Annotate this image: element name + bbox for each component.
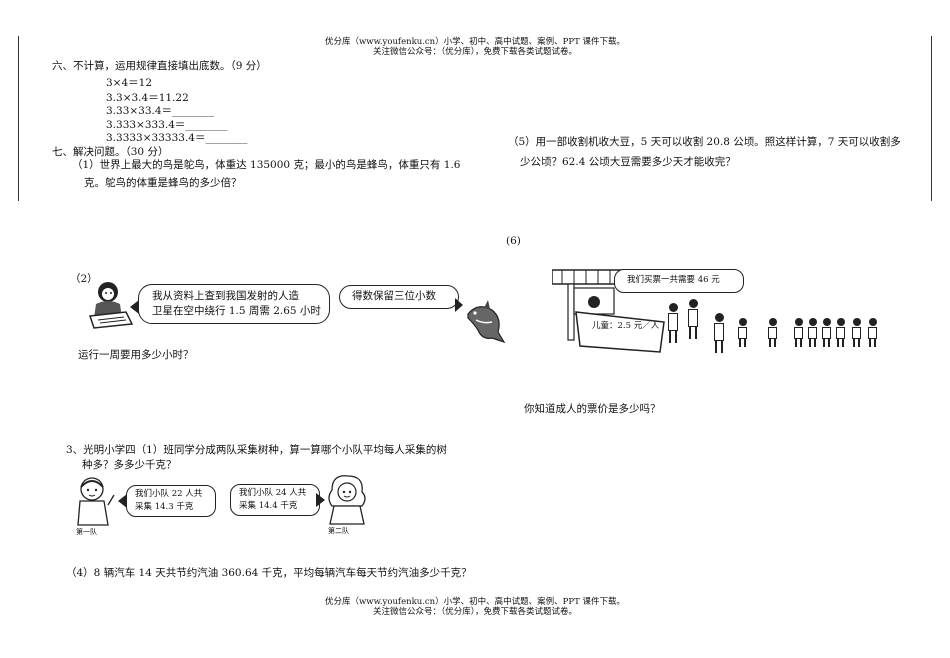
q6-bubble-text: 我们买票一共需要 46 元	[627, 275, 720, 285]
dolphin-bubble-tail	[455, 298, 463, 312]
q1-line-1: （1）世界上最大的鸟是鸵鸟，体重达 135000 克；最小的鸟是蜂鸟，体重只有 …	[72, 159, 461, 171]
section6-line-2: 3.3×3.4＝11.22	[106, 92, 189, 104]
q3-line-1: 3、光明小学四（1）班同学分成两队采集树种，算一算哪个小队平均每人采集的树	[66, 444, 447, 456]
q1-line-2: 克。鸵鸟的体重是蜂鸟的多少倍？	[84, 177, 242, 189]
team1-boy-illustration	[72, 475, 116, 527]
ticket-booth-illustration	[551, 268, 682, 358]
q2-label: （2）	[70, 273, 98, 285]
header-line-2: 关注微信公众号：（优分库），免费下载各类试题试卷。	[372, 47, 577, 57]
footer-line-1: 优分库（www.youfenku.cn）小学、初中、高中试题、案例、PPT 课件…	[325, 597, 625, 607]
q5-line-1: （5）用一部收割机收大豆，5 天可以收割 20.8 公顷。照这样计算，7 天可以…	[508, 136, 901, 148]
team2-bubble-line-1: 我们小队 24 人共	[239, 488, 307, 498]
section6-line-1: 3×4＝12	[106, 77, 153, 89]
child-figure	[822, 318, 831, 347]
dolphin-illustration	[462, 300, 508, 346]
q2-bubble-line-2: 卫星在空中绕行 1.5 周需 2.65 小时	[152, 305, 321, 317]
footer-line-2: 关注微信公众号：（优分库），免费下载各类试题试卷。	[372, 607, 577, 617]
ticket-price-sign: 儿童：2.5 元／人	[592, 321, 660, 331]
team1-label: 第一队	[76, 528, 97, 536]
team2-girl-illustration	[322, 472, 370, 526]
child-figure	[836, 318, 845, 347]
child-figure	[808, 318, 817, 347]
q2-bubble-tail	[130, 300, 139, 314]
child-figure	[768, 318, 777, 347]
section6-line-3: 3.33×33.4＝________	[106, 105, 215, 117]
dolphin-speech-bubble: 得数保留三位小数	[339, 285, 459, 309]
q2-speech-bubble: 我从资料上查到我国发射的人造 卫星在空中绕行 1.5 周需 2.65 小时	[138, 284, 330, 324]
team2-label: 第二队	[328, 527, 349, 535]
adult-figure	[668, 303, 678, 343]
q2-bubble-line-1: 我从资料上查到我国发射的人造	[152, 290, 299, 302]
section7-title: 七、解决问题。（30 分）	[52, 146, 169, 158]
header-line-1: 优分库（www.youfenku.cn）小学、初中、高中试题、案例、PPT 课件…	[325, 37, 625, 47]
team1-speech-bubble: 我们小队 22 人共 采集 14.3 千克	[126, 485, 216, 517]
child-figure	[738, 318, 747, 347]
section6-line-4: 3.333×333.4＝________	[106, 119, 228, 131]
team2-bubble-line-2: 采集 14.4 千克	[239, 501, 298, 511]
dolphin-bubble-text: 得数保留三位小数	[352, 290, 436, 302]
team1-bubble-tail	[118, 494, 127, 508]
left-margin-line	[18, 36, 19, 201]
section6-line-5: 3.3333×33333.4＝________	[106, 132, 248, 144]
q3-line-2: 种多？多多少千克？	[82, 459, 177, 471]
team2-speech-bubble: 我们小队 24 人共 采集 14.4 千克	[230, 484, 320, 516]
team1-bubble-line-2: 采集 14.3 千克	[135, 502, 194, 512]
section6-title: 六、不计算，运用规律直接填出底数。（9 分）	[52, 60, 267, 72]
child-figure	[794, 318, 803, 347]
child-figure	[868, 318, 877, 347]
team1-bubble-line-1: 我们小队 22 人共	[135, 489, 203, 499]
adult-figure	[714, 313, 724, 353]
q2-question: 运行一周要用多少小时？	[78, 349, 194, 361]
boy-reading-illustration	[86, 278, 134, 330]
q4-text: （4）8 辆汽车 14 天共节约汽油 360.64 千克，平均每辆汽车每天节约汽…	[66, 567, 472, 579]
right-margin-line	[931, 36, 932, 201]
q6-question: 你知道成人的票价是多少吗？	[524, 403, 661, 415]
q5-line-2: 少公顷？62.4 公顷大豆需要多少天才能收完？	[520, 156, 736, 168]
q6-label: (6)	[506, 235, 521, 247]
team2-bubble-tail	[316, 493, 325, 507]
adult-figure	[688, 299, 698, 339]
child-figure	[852, 318, 861, 347]
q6-speech-bubble: 我们买票一共需要 46 元	[614, 269, 744, 293]
